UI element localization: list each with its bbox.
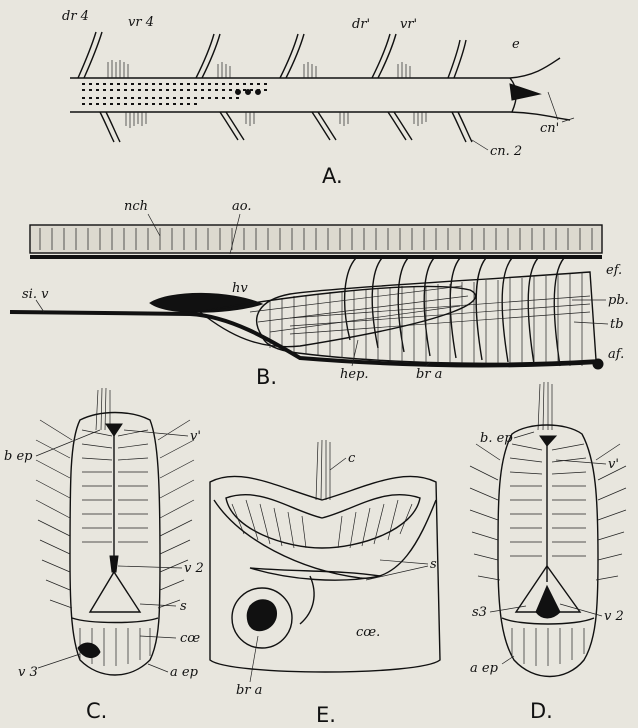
gill-bars bbox=[257, 258, 596, 366]
label-dr4: dr 4 bbox=[62, 9, 89, 24]
label-dr-prime: dr' bbox=[352, 17, 370, 32]
caption-d: D. bbox=[530, 699, 553, 723]
label-nch: nch bbox=[124, 199, 148, 214]
label-a-ep: a ep bbox=[170, 665, 199, 680]
label-s: s bbox=[180, 599, 187, 614]
label-pb: pb. bbox=[608, 293, 629, 308]
label-tb: tb bbox=[610, 317, 624, 332]
hepatic-vein bbox=[150, 293, 262, 312]
figure-c: b ep v' v 2 s cœ v 3 a ep C. bbox=[4, 388, 204, 723]
label-c: c bbox=[348, 451, 356, 466]
label-a-ep-d: a ep bbox=[470, 661, 499, 676]
label-cn-prime: cn' bbox=[540, 121, 559, 136]
label-si-v: si. v bbox=[22, 287, 49, 302]
label-vr-prime: vr' bbox=[400, 17, 417, 32]
nerve-roots-dorsal bbox=[78, 32, 466, 78]
label-ao: ao. bbox=[232, 199, 251, 214]
caption-a: A. bbox=[322, 164, 343, 188]
label-b-ep: b ep bbox=[4, 449, 33, 464]
label-v-prime-d: v' bbox=[608, 457, 619, 472]
label-coe-e: cœ. bbox=[356, 625, 380, 640]
label-v-prime: v' bbox=[190, 429, 201, 444]
label-br-a-e: br a bbox=[236, 683, 262, 698]
label-v3: v 3 bbox=[18, 665, 38, 680]
label-v2: v 2 bbox=[184, 561, 204, 576]
figure-d: b. ep v' s3 v 2 a ep D. bbox=[470, 382, 626, 723]
label-br-a: br a bbox=[416, 367, 442, 382]
label-vr4: vr 4 bbox=[128, 15, 154, 30]
caption-b: B. bbox=[256, 365, 277, 389]
spinal-cord-dots bbox=[82, 84, 270, 104]
label-v2-d: v 2 bbox=[604, 609, 624, 624]
label-s-e: s bbox=[430, 557, 437, 572]
figure-b: nch ao. ef. pb. tb af. si. v hv hep. br … bbox=[10, 199, 629, 389]
label-coe: cœ bbox=[180, 631, 200, 646]
label-s3: s3 bbox=[472, 605, 487, 620]
figure-a: dr 4 vr 4 dr' vr' e cn' cn. 2 A. bbox=[62, 9, 574, 188]
label-cn2: cn. 2 bbox=[490, 144, 522, 159]
label-e: e bbox=[512, 37, 520, 52]
label-ef: ef. bbox=[606, 263, 622, 278]
figure-e: c s cœ. br a E. bbox=[210, 440, 440, 727]
label-hep: hep. bbox=[340, 367, 369, 382]
label-b-ep-d: b. ep bbox=[480, 431, 513, 446]
label-af: af. bbox=[608, 347, 624, 362]
caption-c: C. bbox=[86, 699, 107, 723]
nerve-roots-ventral bbox=[100, 112, 472, 142]
caption-e: E. bbox=[316, 703, 336, 727]
label-hv: hv bbox=[232, 281, 248, 296]
